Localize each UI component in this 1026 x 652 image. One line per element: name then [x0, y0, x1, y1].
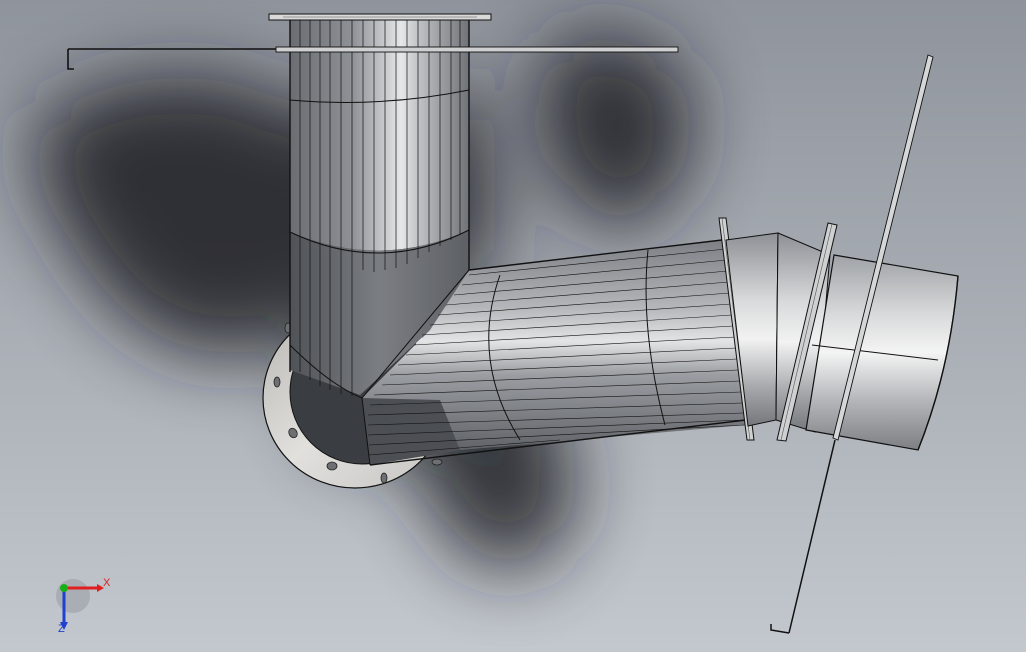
- angled-pipe-facets: [367, 248, 746, 456]
- support-rod-diagonal[interactable]: [770, 54, 934, 634]
- triad-z-label: Z: [58, 623, 65, 635]
- vertical-pipe-seam-3: [289, 344, 363, 399]
- angled-pipe-miter: [361, 269, 470, 466]
- triad-origin-shadow: [56, 579, 90, 613]
- support-rod-horizontal[interactable]: [67, 46, 679, 70]
- vertical-pipe-facets: [299, 18, 461, 396]
- triad-z-arrow: [60, 622, 68, 630]
- ring-flange-2[interactable]: [776, 222, 838, 442]
- top-flange[interactable]: [268, 13, 492, 21]
- angled-pipe-seam-1: [488, 274, 521, 441]
- triad-x-arrow: [97, 584, 104, 592]
- vertical-pipe[interactable]: [289, 18, 470, 399]
- vertical-pipe-seam-1: [289, 89, 470, 103]
- end-pipe-seam: [811, 344, 939, 361]
- triad-x-label: X: [103, 577, 111, 589]
- triad-y-axis: [60, 584, 68, 592]
- angled-pipe[interactable]: [361, 239, 747, 466]
- vertical-pipe-seam-2: [289, 229, 470, 254]
- reference-triad: X Z: [56, 577, 111, 635]
- angled-pipe-seam-2: [645, 249, 666, 426]
